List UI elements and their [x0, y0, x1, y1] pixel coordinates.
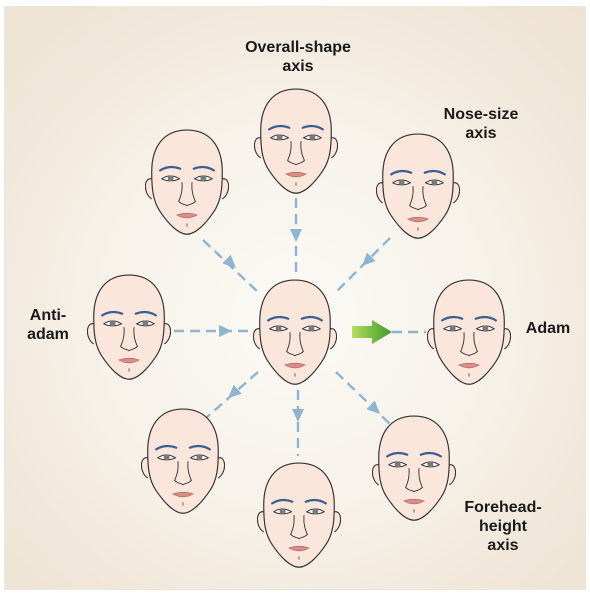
nose-size-axis-label: Nose-size axis	[426, 105, 536, 143]
face-top-left	[145, 130, 228, 234]
anti-adam-label: Anti- adam	[18, 306, 78, 344]
adam-label: Adam	[518, 319, 578, 338]
faces-group	[87, 89, 510, 567]
face-right	[427, 280, 510, 384]
face-center	[253, 280, 336, 384]
adam-arrow-green	[352, 320, 392, 344]
face-top-right	[376, 134, 459, 238]
forehead-height-arrow-head	[366, 401, 380, 414]
forehead-height-arrow-line	[336, 372, 390, 424]
face-bottom-left	[141, 409, 224, 513]
overall-shape-axis-label: Overall-shape axis	[238, 38, 358, 76]
face-bottom-right	[372, 416, 455, 520]
face-left	[87, 275, 170, 379]
face-bottom	[257, 463, 340, 567]
face-top	[254, 89, 337, 193]
bottom-arrow-head	[292, 409, 304, 422]
anti-adam-arrow-head	[219, 325, 232, 337]
forehead-height-axis-label: Forehead- height axis	[448, 498, 558, 555]
overall-shape-arrow-head	[290, 229, 302, 242]
